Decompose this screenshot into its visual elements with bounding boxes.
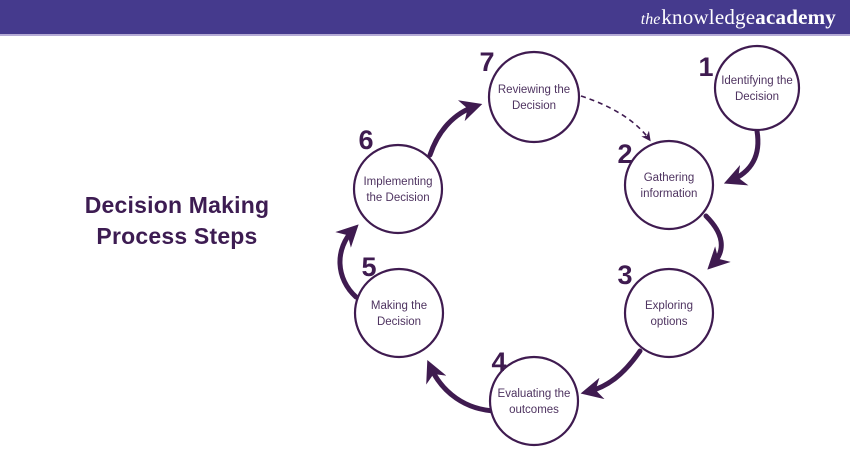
- step3-label-line1: Exploring: [645, 300, 693, 312]
- step5-circle: [353, 267, 445, 359]
- flow-arrows: [335, 95, 761, 414]
- arrow-step1-to-step2: [723, 128, 761, 186]
- step5-label-line2: Decision: [377, 316, 421, 328]
- step1-number: 1: [698, 52, 713, 82]
- arrow-step4-to-step5: [426, 359, 499, 414]
- step-numbers: 1 2 3 4 5 6 7: [358, 47, 713, 377]
- step5-label-line1: Making the: [371, 300, 427, 312]
- header-bar: theknowledgeacademy: [0, 0, 850, 36]
- step2-label-line1: Gathering: [644, 172, 695, 184]
- step4-circle: [488, 355, 580, 447]
- step4-label-line2: outcomes: [509, 404, 559, 416]
- step4-number: 4: [491, 347, 506, 377]
- step2-circle: [623, 139, 715, 231]
- arrow-step2-to-step3: [703, 213, 731, 270]
- arrow-step5-to-step6: [335, 224, 359, 300]
- step3-circle: [623, 267, 715, 359]
- logo-knowledge: knowledge: [661, 4, 756, 29]
- step2-label-line2: information: [641, 188, 698, 200]
- step6-label-line2: the Decision: [366, 192, 429, 204]
- step6-number: 6: [358, 125, 373, 155]
- step1-label-line2: Decision: [735, 91, 779, 103]
- step3-label-line2: options: [650, 316, 687, 328]
- page-title-line1: Decision Making: [84, 192, 270, 218]
- step6-circle: [352, 143, 444, 235]
- step4-label-line1: Evaluating the: [498, 388, 571, 400]
- step7-number: 7: [479, 47, 494, 77]
- step-circles: [352, 44, 801, 447]
- step2-number: 2: [617, 139, 632, 169]
- logo-academy: academy: [755, 4, 836, 29]
- logo-the: the: [640, 10, 661, 28]
- step7-label-line2: Decision: [512, 100, 556, 112]
- page-title: Decision Making Process Steps: [51, 190, 303, 252]
- step5-number: 5: [361, 252, 376, 282]
- page-title-line2: Process Steps: [96, 223, 258, 249]
- arrow-step3-to-step4: [580, 348, 643, 400]
- step-labels: Identifying the Decision Gathering infor…: [363, 75, 792, 416]
- step7-circle: [487, 50, 581, 144]
- step1-label-line1: Identifying the: [721, 75, 793, 87]
- knowledge-academy-logo: theknowledgeacademy: [641, 5, 836, 30]
- step1-circle: [713, 44, 801, 132]
- step6-label-line1: Implementing: [363, 176, 432, 188]
- dashed-arrow-step7-to-step2: [580, 95, 651, 142]
- arrow-step6-to-step7: [427, 100, 483, 158]
- step7-label-line1: Reviewing the: [498, 84, 570, 96]
- step3-number: 3: [617, 260, 632, 290]
